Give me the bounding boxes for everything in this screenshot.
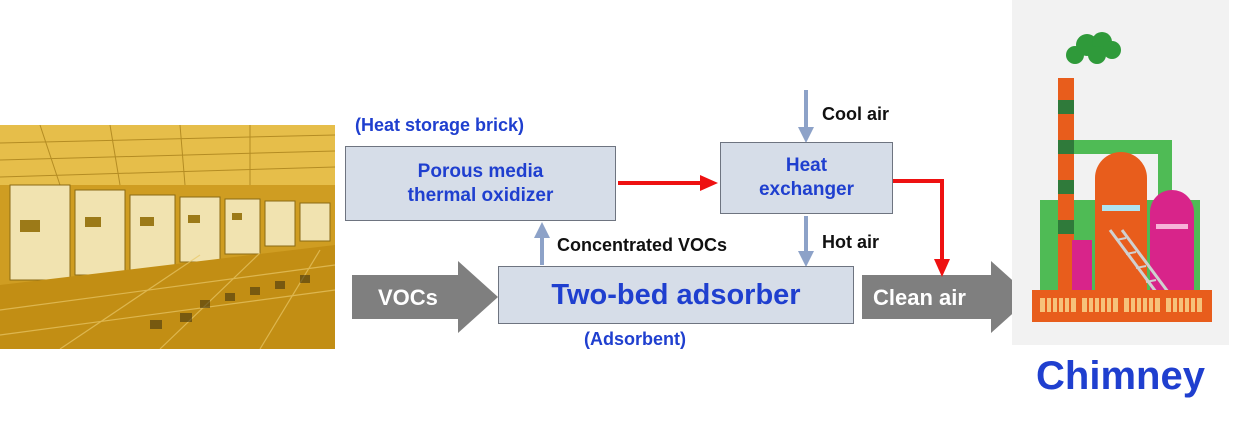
hot-air-head (798, 251, 814, 267)
smoke-icon (1066, 32, 1121, 64)
concentrated-vocs-head (534, 222, 550, 238)
exchanger-line: exchanger (758, 179, 855, 200)
two-bed-adsorber-box: Two-bed adsorber (498, 266, 854, 324)
chimney-label: Chimney (1036, 354, 1205, 398)
clean-air-arrow (862, 261, 1031, 333)
heat-exchanger-box: Heat exchanger (720, 142, 893, 214)
porous-media-oxidizer-box: Porous media thermal oxidizer (345, 146, 616, 221)
cool-air-label: Cool air (822, 104, 890, 124)
two-bed-adsorber-label: Two-bed adsorber (551, 278, 801, 311)
chimney-panel (1012, 0, 1229, 345)
oxidizer-to-exchanger-head (700, 175, 718, 191)
thermal-oxidizer-line: thermal oxidizer (407, 184, 554, 206)
vocs-label: VOCs (378, 285, 438, 310)
vocs-feed-arrow (352, 261, 498, 333)
fab-cleanroom-photo (0, 125, 335, 349)
heat-line: Heat (785, 155, 828, 177)
clean-air-label: Clean air (873, 285, 966, 310)
exchanger-to-cleanair-line (893, 179, 944, 262)
heat-storage-brick-label: (Heat storage brick) (355, 115, 525, 135)
concentrated-vocs-label: Concentrated VOCs (557, 235, 728, 255)
cool-air-head (798, 127, 814, 143)
fab-illustration (0, 125, 335, 349)
exchanger-to-cleanair-head (934, 259, 950, 277)
factory-chimney-illustration (1032, 32, 1212, 322)
hot-air-label: Hot air (822, 232, 880, 252)
porous-media-line: Porous media (417, 160, 544, 182)
adsorbent-label: (Adsorbent) (584, 329, 686, 349)
